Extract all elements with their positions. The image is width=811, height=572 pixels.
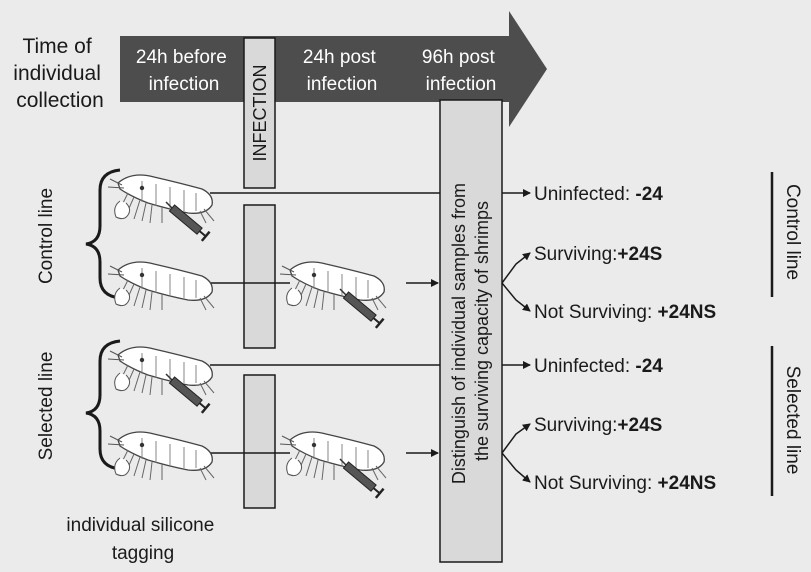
- infection-label: INFECTION: [250, 65, 270, 162]
- shrimp-icon: [108, 262, 214, 310]
- arrow-icon-control-not-surviving: [502, 283, 530, 311]
- arrow-icon-control-surviving: [502, 253, 530, 283]
- shrimp-icon: [108, 432, 214, 480]
- shrimp-icon: [108, 347, 214, 395]
- left-control-line-label: Control line: [36, 188, 57, 284]
- tagging-label: individual silicone tagging: [66, 515, 219, 564]
- tagging-box-control: [244, 205, 275, 348]
- shrimp-icon: [280, 432, 386, 480]
- control-not-surviving-outcome: Not Surviving: +24NS: [534, 302, 716, 323]
- brace-icon-control: [86, 170, 120, 298]
- selected-not-surviving-outcome: Not Surviving: +24NS: [534, 473, 716, 494]
- arrow-icon-selected-surviving: [502, 424, 530, 453]
- selected-uninfected-outcome: Uninfected: -24: [534, 356, 663, 377]
- arrow-icon-selected-not-surviving: [502, 453, 530, 482]
- shrimp-icon: [108, 175, 214, 223]
- selected-surviving-outcome: Surviving:+24S: [534, 415, 662, 436]
- time-label: Time of individual collection: [13, 35, 106, 112]
- right-control-line-label: Control line: [782, 184, 803, 280]
- right-selected-line-label: Selected line: [782, 366, 803, 475]
- control-surviving-outcome: Surviving:+24S: [534, 244, 662, 265]
- brace-icon-selected: [86, 341, 120, 469]
- control-uninfected-outcome: Uninfected: -24: [534, 184, 663, 205]
- shrimp-icon: [280, 262, 386, 310]
- left-selected-line-label: Selected line: [36, 352, 57, 461]
- tagging-box-selected: [244, 375, 275, 508]
